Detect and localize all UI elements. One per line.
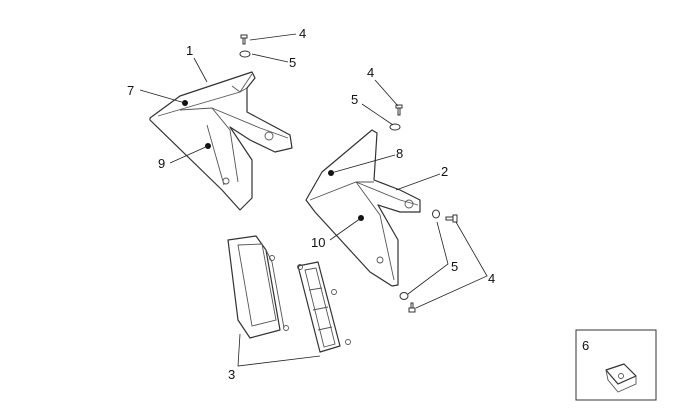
callout-10: 10 [311, 235, 325, 250]
washer-icon [399, 292, 409, 300]
washer-icon [239, 50, 251, 58]
leader-lines [139, 33, 488, 367]
callout-2: 2 [441, 164, 448, 179]
callout-8: 8 [396, 146, 403, 161]
part-6-inset [575, 329, 657, 401]
callout-5: 5 [289, 55, 296, 70]
screw-icon [240, 34, 248, 45]
washer-icon [389, 123, 401, 131]
callout-1: 1 [186, 43, 193, 58]
screw-icon [408, 302, 416, 313]
right-side-panel [305, 129, 421, 287]
left-side-panel [149, 71, 293, 211]
callout-5: 5 [451, 259, 458, 274]
washer-icon [432, 209, 440, 219]
callout-3: 3 [228, 367, 235, 382]
callout-7: 7 [127, 83, 134, 98]
callout-4: 4 [299, 26, 306, 41]
radiator-grille-rear [297, 261, 351, 353]
callout-6: 6 [582, 338, 589, 353]
callout-9: 9 [158, 156, 165, 171]
callout-4: 4 [488, 271, 495, 286]
radiator-grille-front [227, 235, 289, 339]
screw-icon [395, 104, 403, 116]
callout-4: 4 [367, 65, 374, 80]
screw-icon [445, 214, 458, 223]
callout-5: 5 [351, 92, 358, 107]
